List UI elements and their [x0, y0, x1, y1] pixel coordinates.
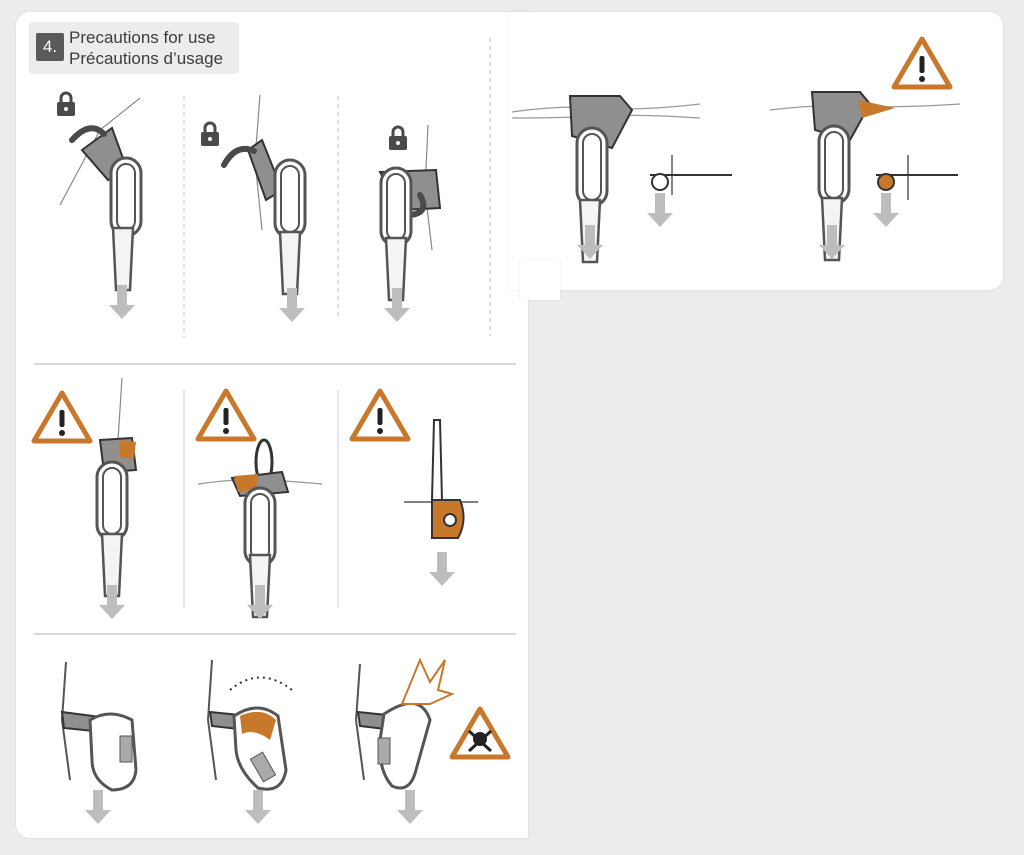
- warning-icon: [894, 39, 950, 87]
- step-image-2: [199, 94, 307, 322]
- carabiner-image-2: [206, 659, 293, 824]
- section-title-english: Precautions for use: [69, 28, 216, 47]
- step-image-3: [378, 124, 442, 322]
- correct-load-image: [511, 95, 732, 264]
- warning-image-3: [352, 391, 478, 586]
- warning-icon: [34, 393, 90, 441]
- load-arrow-icon: [245, 790, 271, 824]
- warning-icon: [198, 391, 254, 439]
- carabiner-image-1: [60, 661, 138, 824]
- step-number-badge: 4.: [36, 33, 64, 61]
- load-arrow-icon: [873, 193, 899, 227]
- lock-icon: [55, 91, 77, 118]
- warning-icon: [352, 391, 408, 439]
- panel-joint: [520, 260, 560, 300]
- load-arrow-icon: [647, 193, 673, 227]
- section-header: 4. Precautions for use Précautions d’usa…: [29, 22, 239, 74]
- incorrect-load-image: [769, 39, 961, 262]
- lock-icon: [199, 121, 221, 148]
- load-arrow-icon: [429, 552, 455, 586]
- carabiner-image-3: [354, 657, 511, 824]
- load-arrow-icon: [397, 790, 423, 824]
- load-arrow-icon: [99, 585, 125, 619]
- danger-skull-icon: [449, 706, 511, 760]
- section-title-french: Précautions d’usage: [69, 49, 224, 68]
- step-image-1: [55, 91, 143, 319]
- warning-image-1: [34, 377, 138, 619]
- warning-image-2: [198, 391, 323, 619]
- load-arrow-icon: [85, 790, 111, 824]
- lock-icon: [387, 125, 409, 152]
